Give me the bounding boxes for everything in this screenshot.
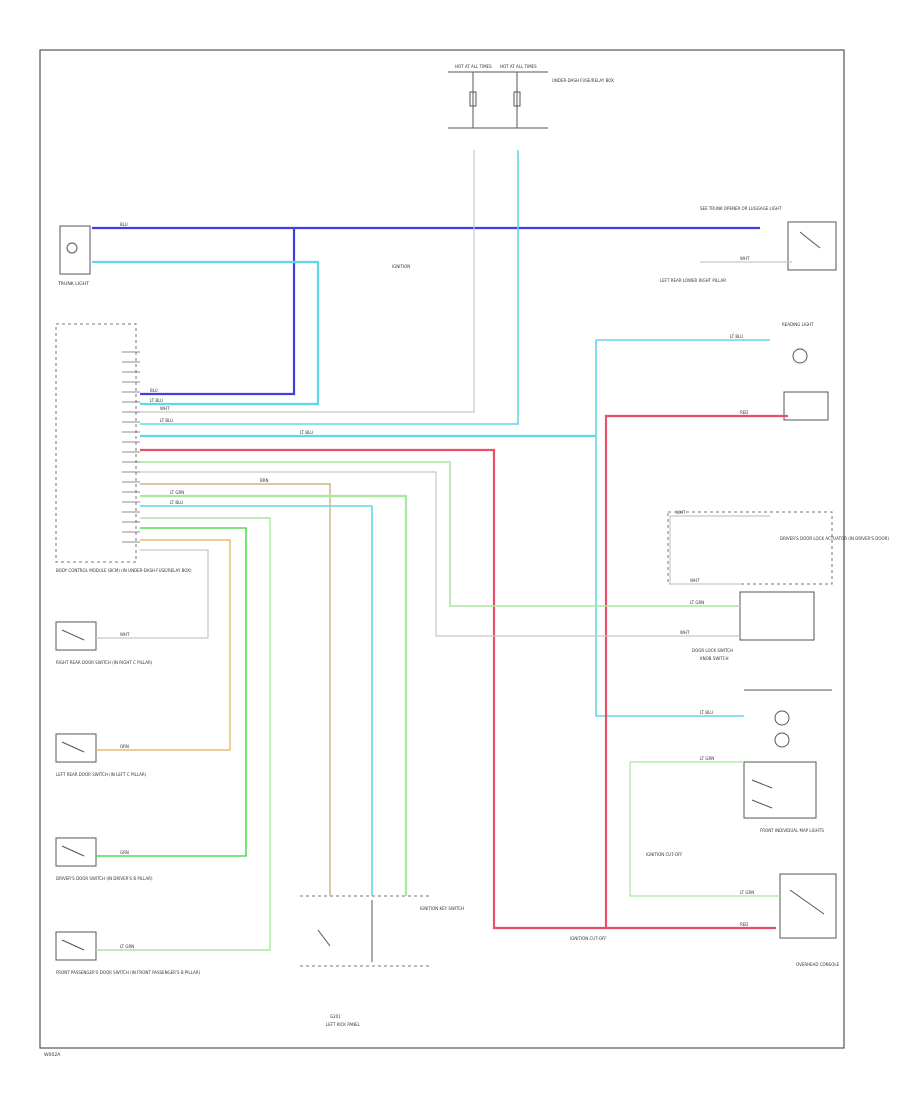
wire-red-9 xyxy=(604,414,788,928)
ground-bottom-label: G201 xyxy=(330,1014,341,1019)
wire-label-2: LT BLU xyxy=(150,398,163,403)
wire-label-13: LT GRN xyxy=(170,490,184,495)
driver-door-label: DRIVER'S DOOR SWITCH (IN DRIVER'S B PILL… xyxy=(56,876,153,881)
diagram-frame xyxy=(39,49,845,1049)
wire-label-16: GRN xyxy=(120,850,129,855)
diagram-id: W002A xyxy=(44,1052,61,1058)
door-switch-right-rear: RIGHT REAR DOOR SWITCH (IN RIGHT C PILLA… xyxy=(55,621,153,665)
wire-ltblu-6 xyxy=(595,340,744,717)
underdash-fuse-label: UNDER-DASH FUSE/RELAY BOX xyxy=(552,78,614,83)
ignition-key-switch: IGNITION KEY SWITCH G201 LEFT KICK PANEL xyxy=(300,895,464,1027)
wire-label-14: LT BLU xyxy=(170,500,183,505)
wire-org-17 xyxy=(96,539,231,751)
wire-label-5: LT BLU xyxy=(300,430,313,435)
wire-ltblu-3 xyxy=(140,150,519,425)
wire-ltgrn-20 xyxy=(629,762,780,897)
trunk-light-label: TRUNK LIGHT xyxy=(57,281,89,287)
wire-label-15: LT GRN xyxy=(120,944,134,949)
left-rear-door-label: LEFT REAR DOOR SWITCH (IN LEFT C PILLAR) xyxy=(56,772,147,777)
front-map-lights-label: FRONT INDIVIDUAL MAP LIGHTS xyxy=(760,828,824,833)
wire-label-1: BLU xyxy=(150,388,158,393)
door-lock-actuator: DRIVER'S DOOR LOCK ACTUATOR (IN DRIVER'S… xyxy=(667,511,889,661)
wire-label-9: RED xyxy=(740,410,748,415)
wire-label-19: LT GRN xyxy=(700,756,714,761)
bcm-box: BODY CONTROL MODULE (BCM) (IN UNDER-DASH… xyxy=(55,323,192,573)
ignition-key-switch-label: IGNITION KEY SWITCH xyxy=(420,906,464,911)
reading-light-label: READING LIGHT xyxy=(782,322,814,327)
wire-brn-12 xyxy=(140,483,331,896)
wire-grn-16 xyxy=(96,527,247,857)
wires-group: BLU BLU LT BLU LT BLU WHT LT BLU LT BLU LT BLU R… xyxy=(92,150,792,951)
door-lock-knob: KNOB SWITCH xyxy=(700,656,728,661)
wire-label-3: LT BLU xyxy=(160,418,173,423)
door-switch-front-passenger: FRONT PASSENGER'S DOOR SWITCH (IN FRONT … xyxy=(55,931,201,975)
trunk-switch: SEE TRUNK OPENER OR LUGGAGE LIGHT LEFT R… xyxy=(660,206,837,283)
wire-wht-4 xyxy=(140,150,475,413)
door-lock-actuator-label: DRIVER'S DOOR LOCK ACTUATOR (IN DRIVER'S… xyxy=(780,536,889,541)
ceiling-light xyxy=(744,689,832,748)
wire-label-17: ORN xyxy=(120,744,129,749)
ground-bottom-note: LEFT KICK PANEL xyxy=(326,1022,361,1027)
wire-label-6: LT BLU xyxy=(700,710,713,715)
wire-blu-1 xyxy=(140,228,296,396)
trunk-switch-label: SEE TRUNK OPENER OR LUGGAGE LIGHT xyxy=(700,206,782,211)
left-rear-lower-label: LEFT REAR LOWER RIGHT PILLAR xyxy=(660,278,726,283)
wire-label-21: WHT xyxy=(676,510,686,515)
wire-label-0: BLU xyxy=(120,222,128,227)
wire-label-7: LT BLU xyxy=(730,334,743,339)
door-lock-note: DOOR LOCK SWITCH xyxy=(692,648,733,653)
wire-label-22: WHT xyxy=(690,578,700,583)
wire-ltblu-2 xyxy=(92,260,320,406)
wire-label-12: BRN xyxy=(260,478,269,483)
wire-wht-11 xyxy=(140,471,740,637)
wire-wht-18 xyxy=(96,549,209,639)
front-passenger-door-label: FRONT PASSENGER'S DOOR SWITCH (IN FRONT … xyxy=(56,970,201,975)
top-fuse-group: HOT AT ALL TIMES HOT AT ALL TIMES UNDER-… xyxy=(448,64,614,129)
wire-ltgrn-10 xyxy=(140,461,740,607)
ignition-cutoff-label-2: IGNITION CUT-OFF xyxy=(570,936,607,941)
wire-label-4: WHT xyxy=(160,406,170,411)
overhead-console: OVERHEAD CONSOLE IGNITION CUT-OFF xyxy=(570,873,840,967)
wire-label-20: LT GRN xyxy=(740,890,754,895)
trunk-light: TRUNK LIGHT xyxy=(57,225,91,287)
wire-ltgrn-15 xyxy=(96,517,271,951)
wire-label-18: WHT xyxy=(120,632,130,637)
front-individual-map-lights: FRONT INDIVIDUAL MAP LIGHTS IGNITION CUT… xyxy=(646,761,824,857)
hot-all-times-label-2: HOT AT ALL TIMES xyxy=(500,64,537,69)
hot-all-times-label-1: HOT AT ALL TIMES xyxy=(455,64,492,69)
overhead-console-label: OVERHEAD CONSOLE xyxy=(796,962,840,967)
wire-label-10: LT GRN xyxy=(690,600,704,605)
ignition-cutoff-label-1: IGNITION CUT-OFF xyxy=(646,852,683,857)
wire-red-8 xyxy=(140,448,776,930)
wire-label-23: WHT xyxy=(740,256,750,261)
wire-label-11: WHT xyxy=(680,630,690,635)
door-switch-driver: DRIVER'S DOOR SWITCH (IN DRIVER'S B PILL… xyxy=(55,837,153,881)
door-switch-left-rear: LEFT REAR DOOR SWITCH (IN LEFT C PILLAR) xyxy=(55,733,147,777)
ignition-label: IGNITION xyxy=(392,264,410,269)
wire-ltgrn-13 xyxy=(140,494,408,896)
bcm-label: BODY CONTROL MODULE (BCM) (IN UNDER-DASH… xyxy=(56,568,192,573)
wire-ltblu-14 xyxy=(140,505,373,896)
reading-light: READING LIGHT xyxy=(782,322,829,421)
right-rear-door-label: RIGHT REAR DOOR SWITCH (IN RIGHT C PILLA… xyxy=(56,660,153,665)
wire-label-8: RED xyxy=(740,922,748,927)
wire-wht-22 xyxy=(669,516,740,585)
